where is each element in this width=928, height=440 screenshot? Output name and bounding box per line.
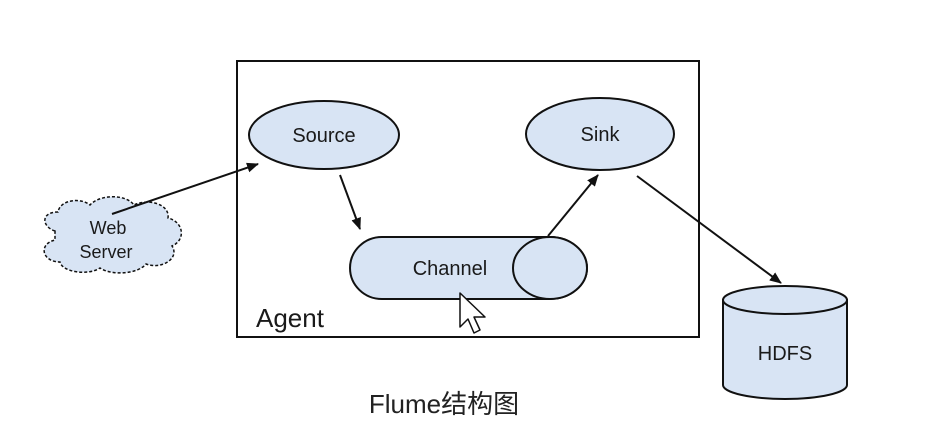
- web-server-cloud: Web Server: [43, 196, 182, 274]
- arrow-webserver-to-source: [111, 162, 259, 215]
- agent-box: [236, 60, 700, 338]
- web-server-label-line1: Web: [90, 218, 127, 238]
- mouse-pointer-icon: [459, 292, 486, 334]
- arrow-source-to-channel: [339, 174, 361, 230]
- source-label: Source: [292, 125, 355, 147]
- sink-node: Sink: [525, 97, 675, 171]
- hdfs-node: HDFS: [722, 285, 848, 400]
- diagram-caption: Flume结构图: [368, 389, 520, 419]
- web-server-label-line2: Server: [79, 242, 132, 262]
- arrow-channel-to-sink: [547, 174, 599, 237]
- channel-label: Channel: [413, 258, 488, 280]
- source-node: Source: [248, 100, 400, 170]
- agent-label: Agent: [256, 303, 325, 333]
- hdfs-label: HDFS: [758, 343, 812, 365]
- channel-node: Channel: [349, 236, 588, 300]
- sink-label: Sink: [581, 124, 621, 146]
- arrow-sink-to-hdfs: [636, 175, 782, 284]
